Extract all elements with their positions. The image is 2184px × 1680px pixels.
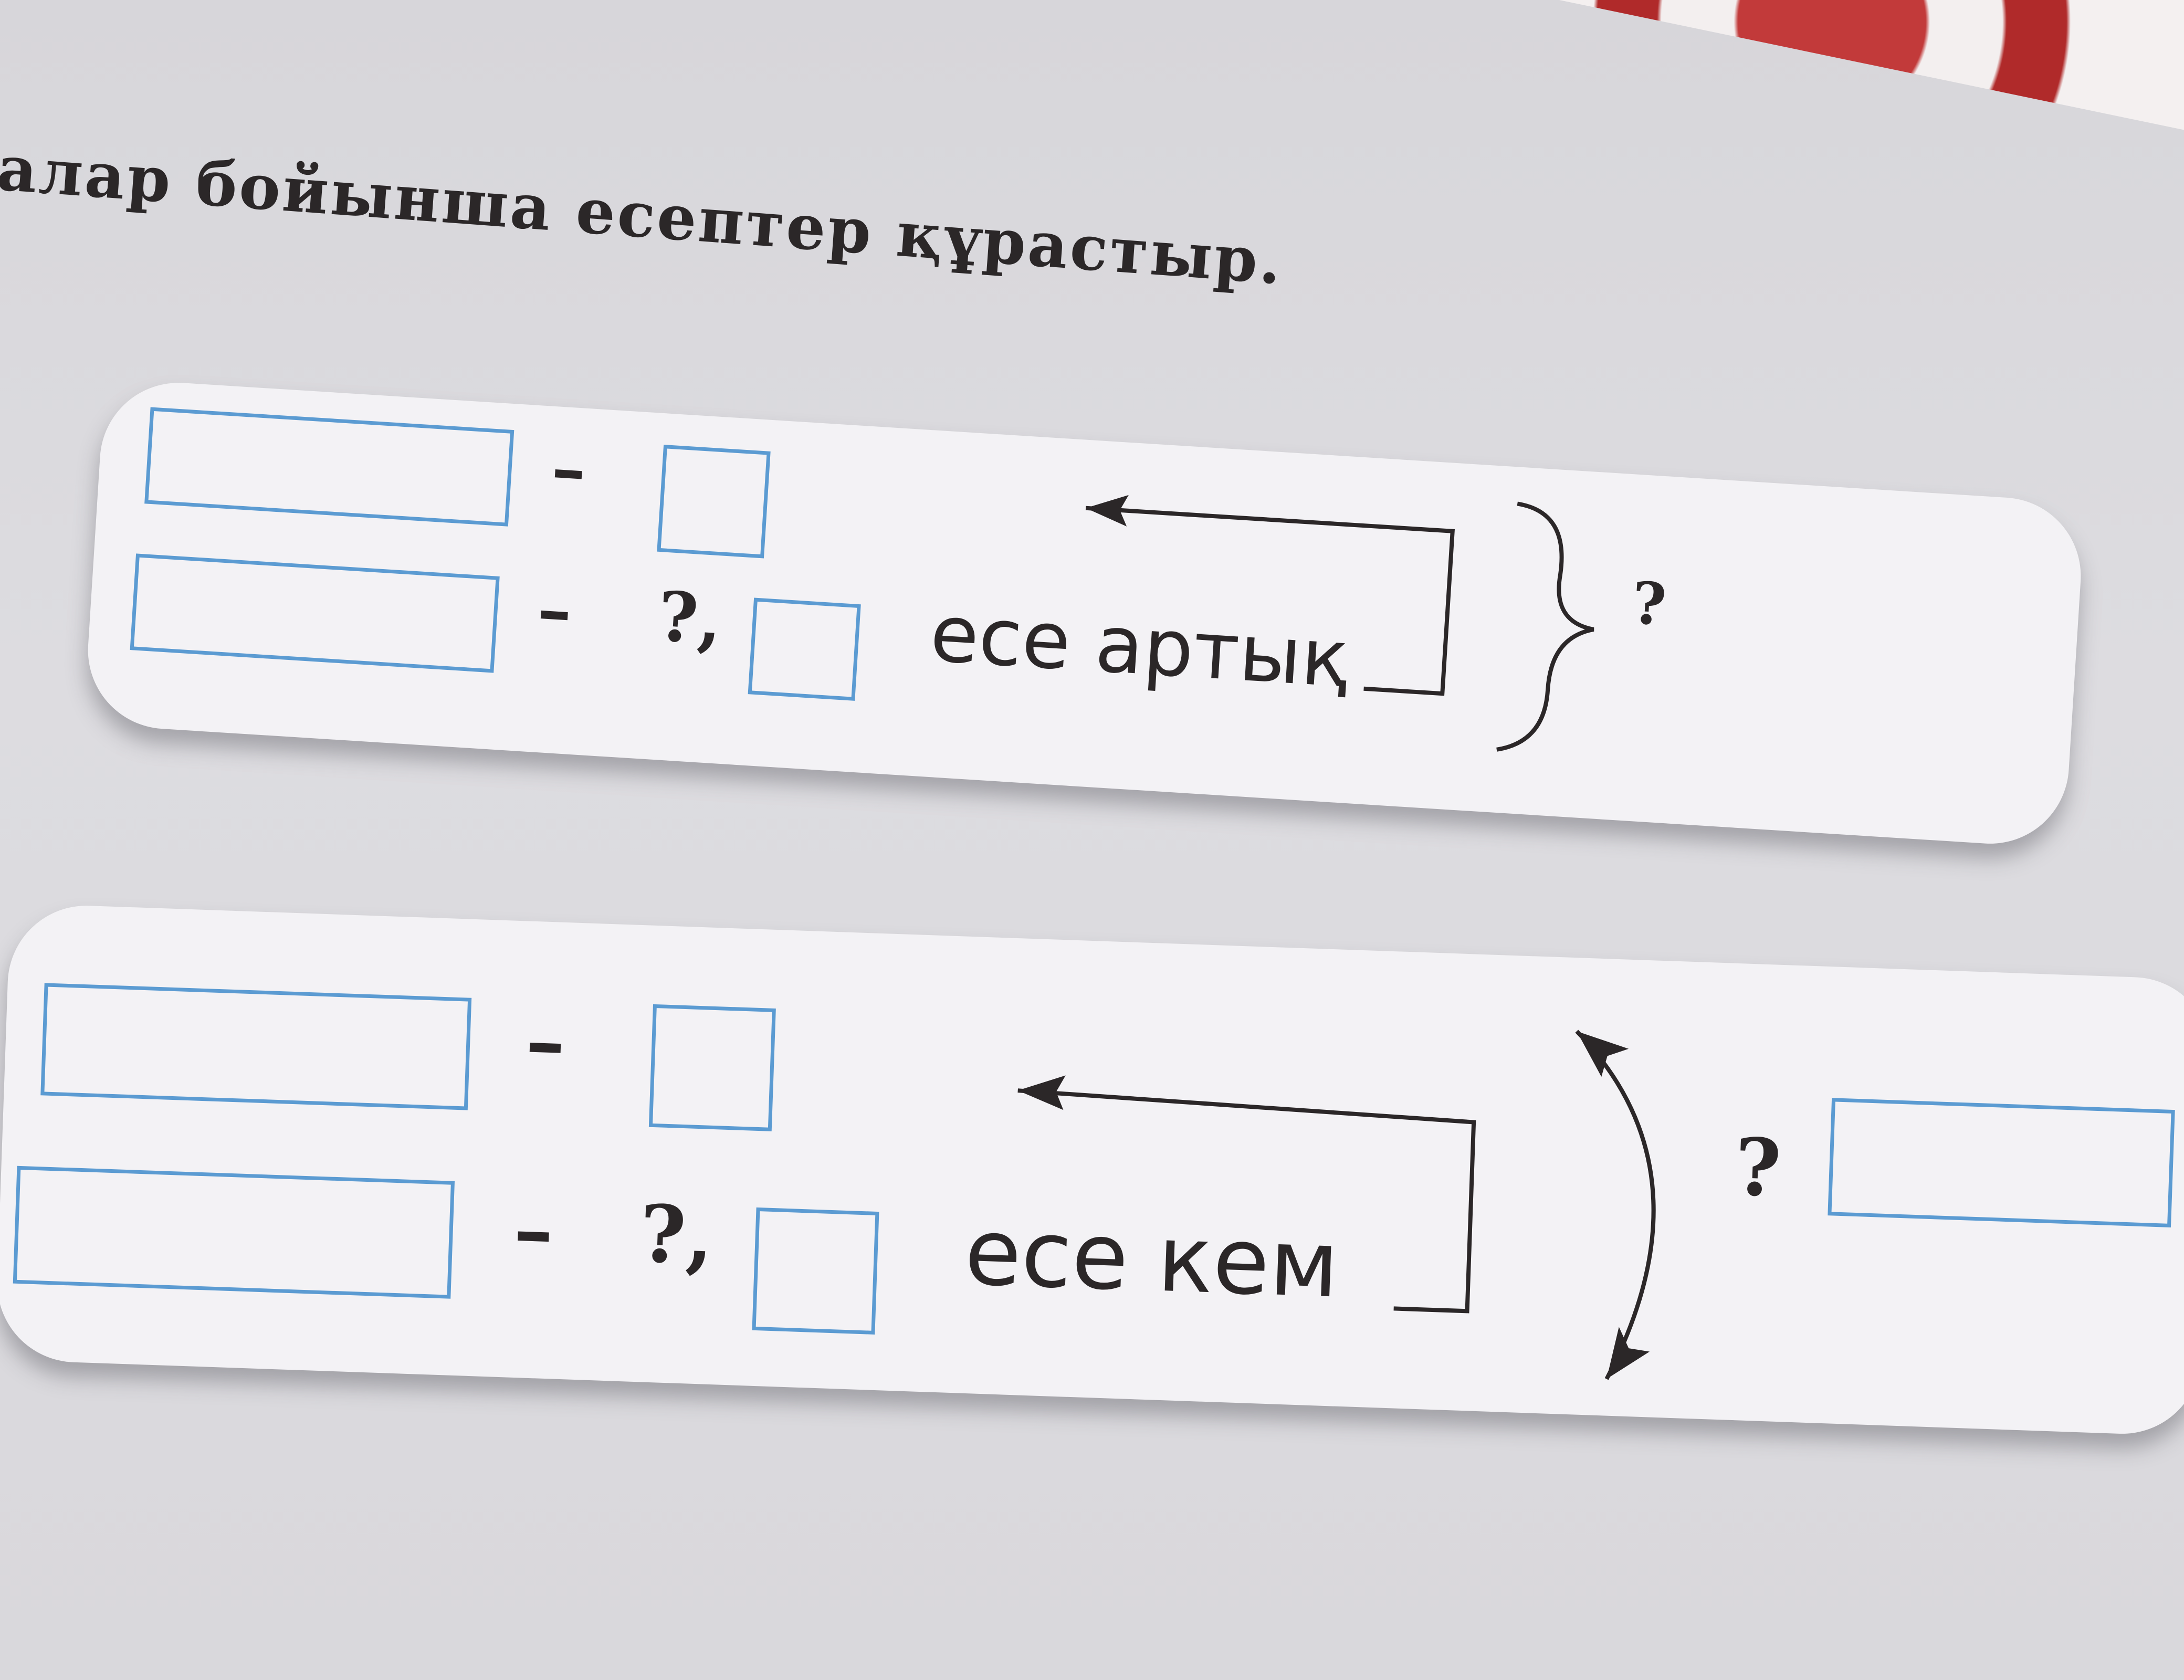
curly-brace-icon [1496, 501, 1594, 752]
total-question: ? [1630, 569, 1668, 639]
connector-line [1085, 506, 1455, 696]
up-arrow-head-icon [1577, 1031, 1629, 1077]
double-arrow-curve [1575, 1030, 1656, 1380]
relation-arrows [1085, 495, 1594, 752]
scheme-panel-times-less: – – ?, есе кем ? [0, 903, 2184, 1437]
arrow-head-icon [1086, 495, 1129, 527]
arrow-head-icon [1017, 1075, 1066, 1110]
scheme-panel-times-more: – – ?, есе артық ? [83, 378, 2086, 849]
connector-line [1017, 1088, 1476, 1314]
answer-box[interactable] [1828, 1098, 2175, 1227]
down-arrow-head-icon [1606, 1327, 1650, 1379]
comparison-question: ? [1733, 1120, 1783, 1215]
relation-arrows [1017, 1030, 1656, 1380]
